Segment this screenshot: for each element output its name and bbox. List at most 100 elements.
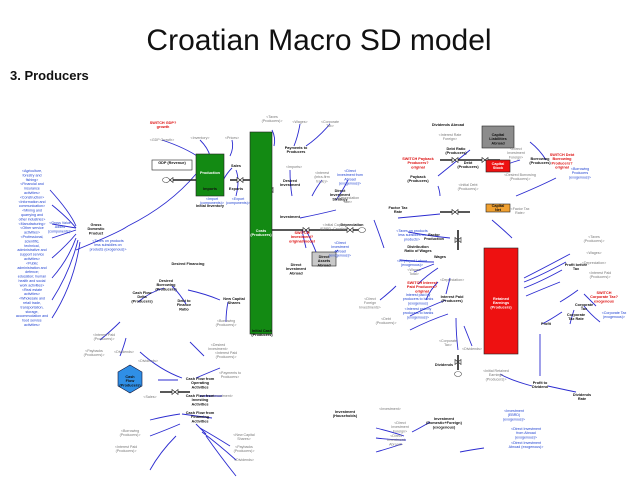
label-taxes-rate: <Taxes(Producers)> [262,115,283,123]
cloud-depreciation [358,227,366,233]
valve-cash [171,388,179,396]
label-depreciation: Depreciation [341,223,365,227]
stock-retained-earnings [483,247,519,355]
link-corp-payments [305,123,331,147]
label-borrowing-3: <Borrowing(Producers)> [120,429,141,437]
link-desired-financing [137,287,165,303]
link-new-shares [225,301,229,323]
valve-investment [302,226,310,234]
label-desired-borrowing-2: <Desired Borrowing(Producers)> [504,173,536,181]
label-costs: Costs(Producers) [250,229,272,237]
link-list-3 [51,223,77,229]
link-taxes-r [523,253,571,279]
label-profit: Profit [541,322,552,326]
label-investment-ebrd: <Investment(EBRD)(exogenous)> [503,409,525,421]
stock-capital-stock [485,159,511,173]
label-debt-ratio: Debt Ratio(Producers) [445,147,467,155]
link-strategy-investment [299,209,337,219]
label-interest-paid-node: Interest Paid(Producers) [441,295,464,303]
link-list-4 [51,229,77,239]
label-debt-producers-top: Debt(Producers) [457,161,479,169]
link-dividend-rate [547,385,577,393]
label-dividends-abroad: Dividends Abroad [432,123,465,127]
label-debt-producers-mid: <Debt(Producers)> [376,317,397,325]
label-inventory: <Inventory> [191,136,210,140]
link-depr-r [523,269,563,289]
link-inventory [199,139,211,157]
label-interest-paid-3: <Interest Paid(Producers)> [115,445,137,453]
link-invest-sum [375,427,405,437]
label-switch-gdp: SWITCH GDP?growth [150,121,177,129]
label-paybacks-left: <Paybacks(Producers)> [84,349,105,357]
valve-sales [236,176,244,184]
label-wages-top: <Wages> [292,120,307,124]
valve-retained-in [454,236,462,244]
label-sales: Sales [231,164,241,168]
link-factor-production [407,231,451,239]
link-wages-total [417,267,439,285]
link-switch-gdp [161,139,201,159]
link-borrowing-left [189,341,205,357]
stock-cash-flow [117,364,143,394]
label-interest-paid-r: <Interest Paid(Producers)> [589,271,611,279]
link-payments-2 [195,367,221,379]
link-desired-borrowing [171,285,187,305]
link-cf-operating [181,413,213,419]
label-initial-cash: Initial Cash(Producers) [251,329,273,337]
link-corporate-tax-profit [541,311,563,325]
link-switch-interest [445,277,451,295]
slide-title: Croatian Macro SD model [146,24,492,57]
link-corp-small [455,317,459,351]
link-employed [413,263,435,273]
label-taxes-producers-r: <Taxes(Producers)> [584,235,605,243]
stock-costs [249,131,273,335]
link-switch-investment [301,229,307,249]
valve-depreciation [346,226,354,234]
label-dividends-2: <Dividends> [138,359,158,363]
link-dia-2 [375,443,403,453]
link-interest-a [425,281,439,301]
link-interest-intra [311,179,323,197]
label-investment-domestic: Investment(Domestic+Foreign)(exogenous) [426,417,462,429]
cloud-retained [454,371,462,377]
label-import-components: <Import(components)> [200,197,224,205]
link-switch-debt [529,141,547,161]
label-investment: Investment [280,215,301,219]
link-profit-div-ret [499,373,533,387]
link-desired-investment [289,169,293,197]
link-borrowing-exo [515,177,557,197]
link-distribution [399,259,435,263]
label-wages: Wages [434,255,446,259]
label-gdp-growth: <GDP Growth> [150,138,175,142]
label-initial-inventory: Initial Inventory [196,204,225,208]
label-depreciation-r: <Depreciation> [582,261,606,265]
